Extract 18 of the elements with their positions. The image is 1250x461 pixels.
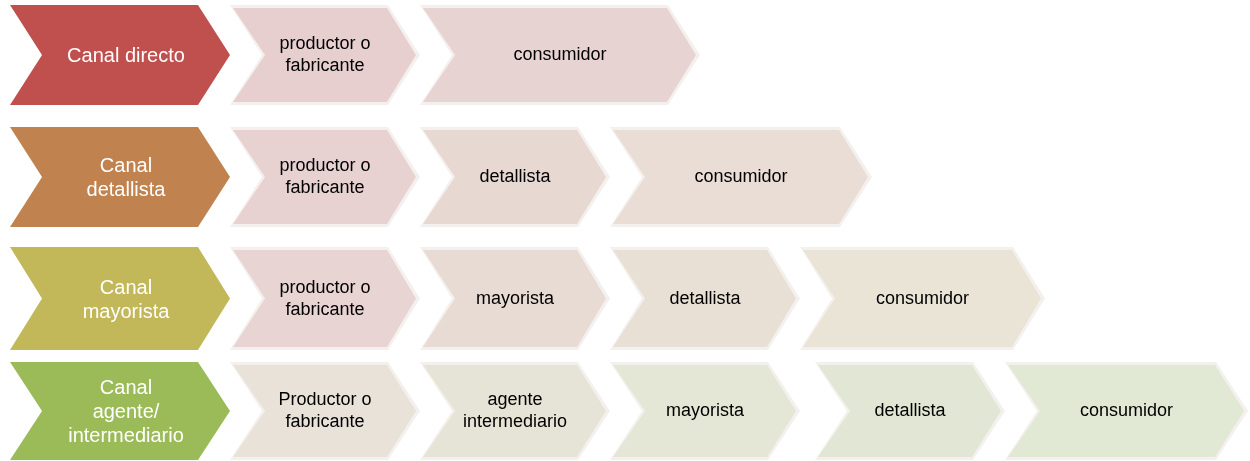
channel-label: Canal mayorista: [81, 274, 171, 323]
step-label: detallista: [479, 166, 551, 188]
step-label: productor o fabricante: [278, 33, 372, 77]
step-label: detallista: [874, 400, 946, 422]
step-label: consumidor: [875, 287, 969, 310]
step-label: productor o fabricante: [278, 276, 372, 321]
step-label: Productor o fabricante: [277, 389, 373, 433]
step-label: mayorista: [666, 400, 744, 422]
channel-label: Canal directo: [67, 43, 185, 67]
step-label: consumidor: [513, 44, 607, 66]
step-label: agente intermediario: [461, 389, 568, 433]
step-label: mayorista: [476, 287, 554, 310]
step-label: consumidor: [694, 166, 788, 188]
step-label: consumidor: [1079, 400, 1173, 422]
step-label: detallista: [669, 287, 741, 310]
channel-label: Canal detallista: [85, 153, 167, 201]
step-label: productor o fabricante: [278, 155, 372, 199]
channel-label: Canal agente/ intermediario: [67, 375, 185, 447]
